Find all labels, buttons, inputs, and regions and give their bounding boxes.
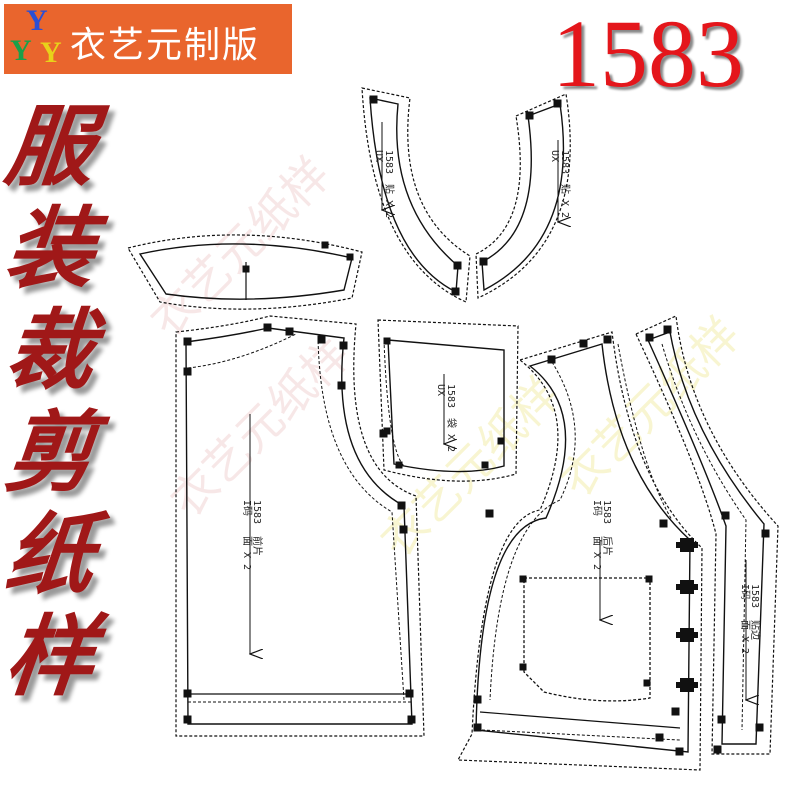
piece-label: UX <box>549 150 560 162</box>
piece-label: 贴 X 2 <box>383 184 396 218</box>
side-strip <box>635 315 779 755</box>
piece-label: 袋 X 2 <box>445 418 458 452</box>
label-pocket-top: 1583 UX 袋 X 2 <box>435 384 458 452</box>
piece-label: UX <box>435 384 446 396</box>
brand-y-green: Y <box>10 34 32 67</box>
brand-logo: Y Y Y 衣艺元制版 <box>4 4 292 74</box>
watermark: 衣艺元纸样 <box>140 147 341 348</box>
piece-label: 前片 <box>251 536 264 556</box>
brand-y-blue: Y <box>26 4 48 37</box>
piece-label: 面 X 2 <box>241 536 252 570</box>
back-panel <box>457 331 703 771</box>
piece-label: UX <box>373 150 384 162</box>
piece-label: 后片 <box>601 536 614 556</box>
label-front-panel: 1583 I码 前片 面 X 2 <box>241 500 264 570</box>
label-armhole-left: 1583 UX 贴 X 2 <box>373 150 396 218</box>
piece-label: I码 <box>739 584 751 600</box>
piece-label: 1583 <box>251 500 262 524</box>
piece-label: I码 <box>241 500 253 516</box>
piece-label: 贴边 <box>749 620 762 640</box>
piece-label: 1583 <box>445 384 456 408</box>
piece-label: 1583 <box>749 584 760 608</box>
label-back-panel: 1583 I码 后片 面 X 2 <box>591 500 614 570</box>
armhole-facing-left <box>361 87 471 303</box>
piece-label: 1583 <box>383 150 394 174</box>
label-side-strip: 1583 I码 贴边 面 X 2 <box>739 584 762 654</box>
front-panel <box>175 315 425 737</box>
piece-label: 1583 <box>559 150 570 174</box>
piece-label: 面 X 2 <box>739 620 750 654</box>
pocket-piece <box>377 319 519 482</box>
piece-label: 1583 <box>601 500 612 524</box>
piece-label: 贴 X 2 <box>559 184 572 218</box>
pattern-code: 1583 <box>552 0 744 107</box>
brand-y-yellow: Y <box>40 36 62 69</box>
piece-label: I码 <box>591 500 603 516</box>
collar-piece <box>127 234 363 310</box>
piece-label: 面 X 2 <box>591 536 602 570</box>
label-armhole-right: 1583 UX 贴 X 2 <box>549 150 572 218</box>
brand-name: 衣艺元制版 <box>70 25 261 66</box>
brand-yyy-mark: Y Y Y <box>4 4 74 74</box>
armhole-facing-right <box>475 93 570 299</box>
